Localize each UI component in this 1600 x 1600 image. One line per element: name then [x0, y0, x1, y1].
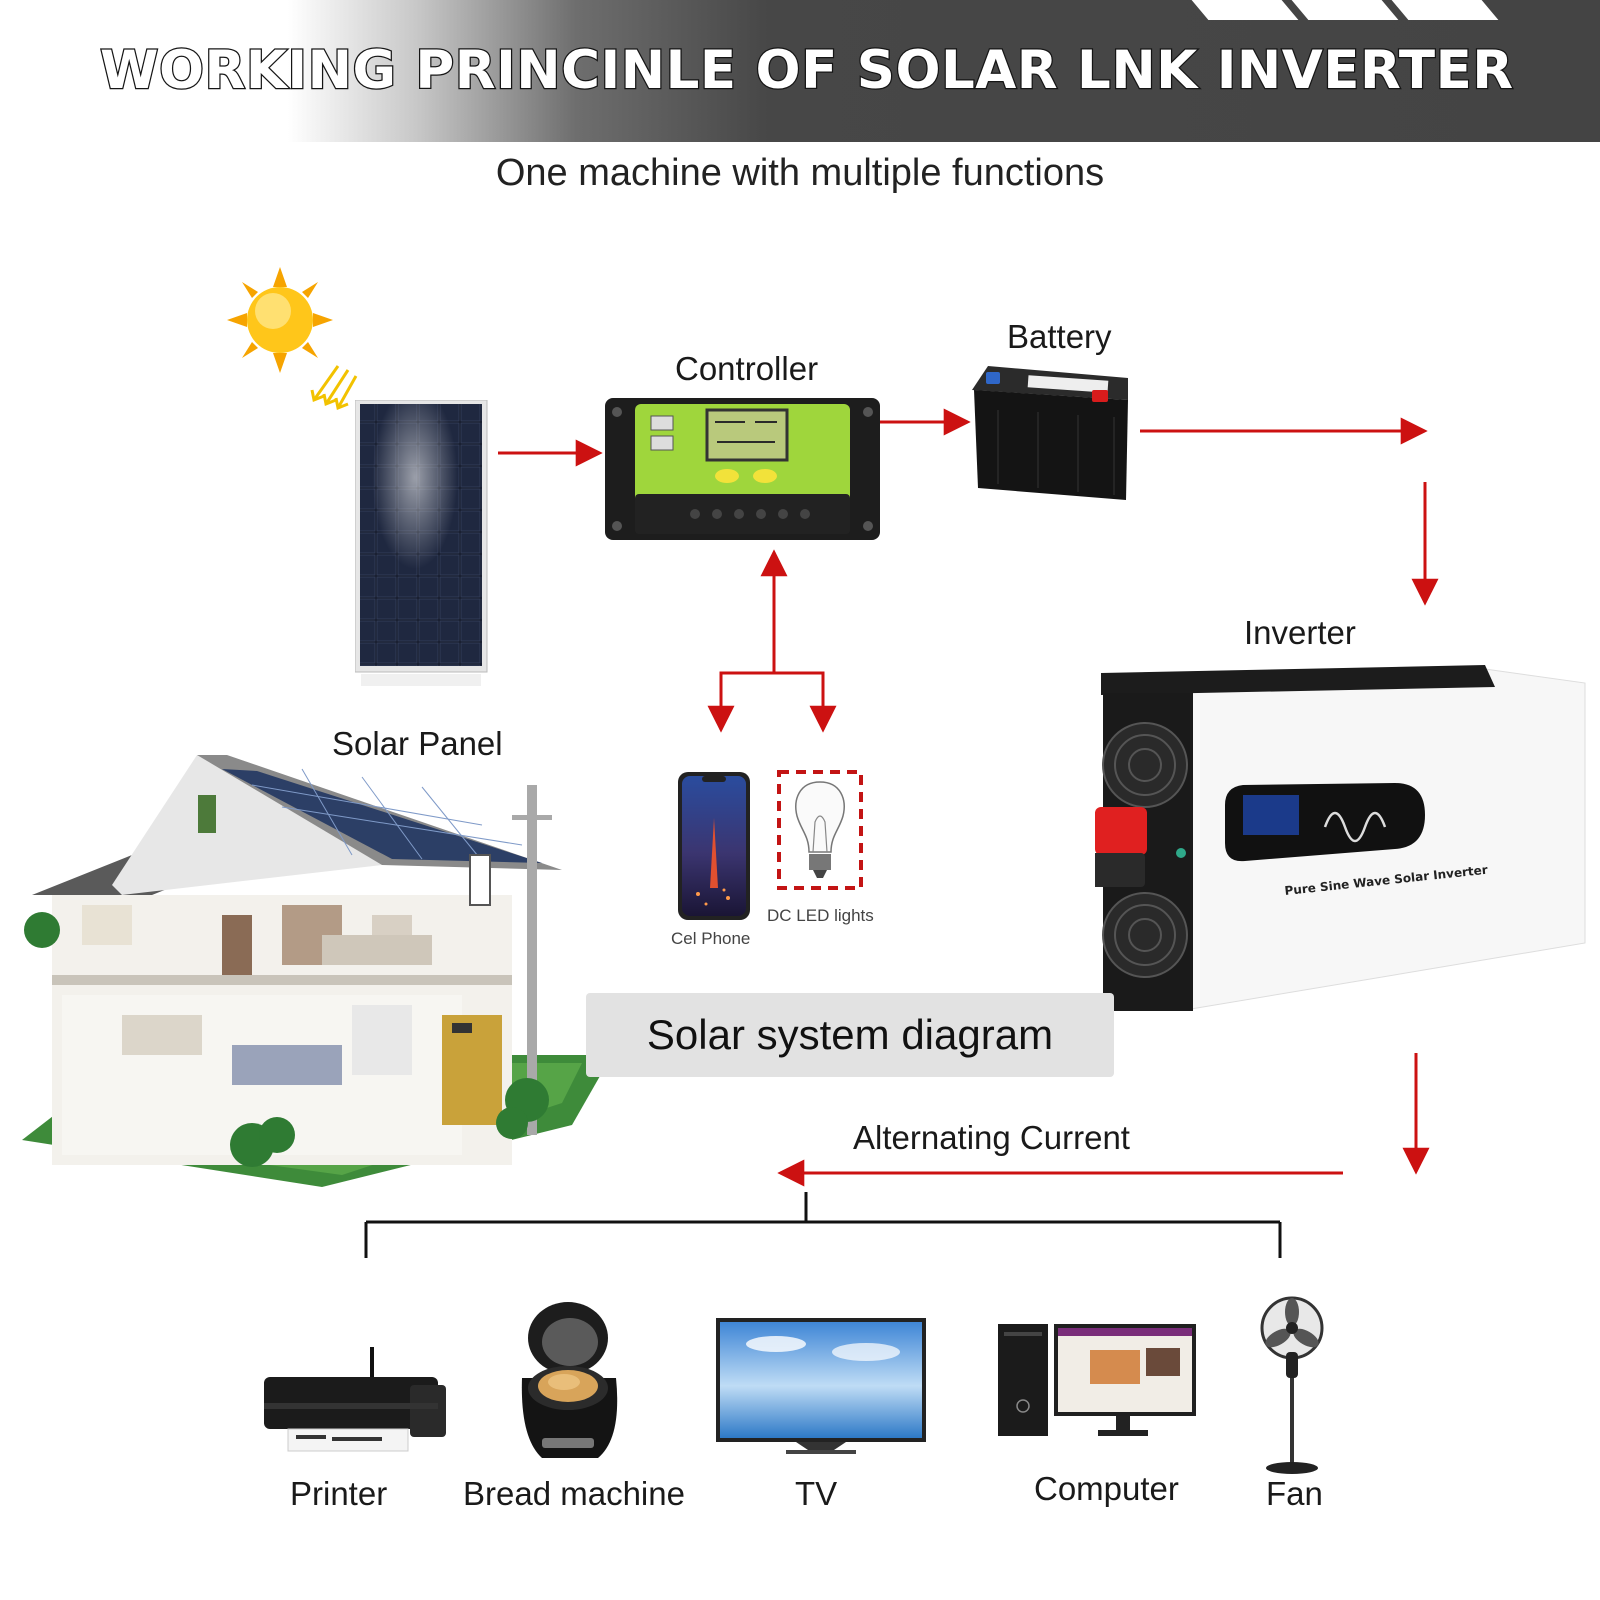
cell-phone-label: Cel Phone: [671, 929, 751, 948]
sunray-arrows-icon: [310, 365, 358, 411]
solar-panel-image: [355, 400, 488, 686]
title-banner: [0, 0, 1600, 142]
alternating-current-label: Alternating Current: [853, 1119, 1130, 1156]
controller-label: Controller: [675, 350, 819, 387]
dc-led-bulb-image: [777, 770, 863, 890]
page-title: WORKING PRINCINLE OF SOLAR LNK INVERTER: [99, 39, 1515, 103]
inverter-label: Inverter: [1244, 614, 1356, 651]
charge-controller-image: [605, 398, 880, 540]
appliance-distribution-bracket: [364, 1192, 1282, 1258]
page-subtitle: One machine with multiple functions: [495, 152, 1105, 194]
bread-machine-label: Bread machine: [463, 1475, 685, 1512]
sun-icon: [227, 267, 333, 373]
computer-label: Computer: [1034, 1470, 1179, 1507]
printer-image: [264, 1347, 446, 1452]
tv-image: [716, 1318, 926, 1454]
dc-led-lights-label: DC LED lights: [767, 906, 874, 925]
house-image: [22, 755, 602, 1187]
tv-label: TV: [795, 1475, 838, 1512]
computer-image: [998, 1324, 1196, 1436]
dc-branch-connector: [719, 671, 825, 730]
battery-image: [972, 366, 1128, 500]
cell-phone-image: [678, 772, 750, 920]
solar-panel-label: Solar Panel: [332, 725, 503, 762]
bread-machine-image: [521, 1302, 618, 1458]
battery-label: Battery: [1007, 318, 1112, 355]
fan-label: Fan: [1266, 1475, 1323, 1512]
fan-image: [1260, 1296, 1324, 1474]
printer-label: Printer: [290, 1475, 388, 1512]
diagram-caption: Solar system diagram: [586, 993, 1114, 1077]
inverter-image: Pure Sine Wave Solar Inverter: [1095, 665, 1586, 1011]
